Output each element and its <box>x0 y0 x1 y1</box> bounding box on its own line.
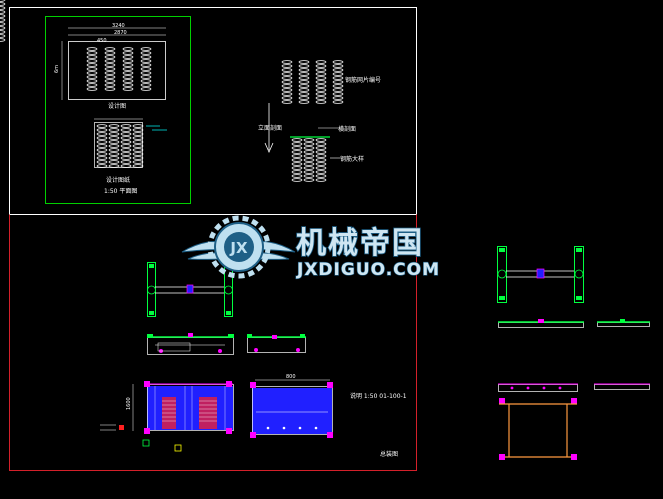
plan-dim-width: 6m <box>54 65 60 73</box>
plan-view-outline <box>68 41 166 100</box>
assembly-dim-width: 800 <box>286 374 296 380</box>
lower-sheet-frame <box>9 214 417 471</box>
plan-view-frame <box>45 16 191 204</box>
gear-wing-logo-icon: JX <box>181 215 296 279</box>
site-watermark: JX 机械帝国 JXDIGUO.COM <box>181 215 440 281</box>
lower-sheet-title: 总装图 <box>380 450 398 458</box>
detail-label: 钢筋大样 <box>340 155 364 163</box>
logo-emblem: JX <box>229 239 248 257</box>
small-view-title: 设计图纸 <box>106 176 130 184</box>
right-beam-elevation <box>498 319 650 328</box>
plan-dim-inner: 2870 <box>114 30 127 36</box>
assembly-dim-height: 1600 <box>126 397 132 410</box>
upper-sheet-frame <box>9 7 417 215</box>
coil-group-mid-right <box>291 138 327 182</box>
assembly-side-view: 800 <box>250 374 333 438</box>
section-label-left: 立面剖面 <box>258 124 282 132</box>
coil-group-label: 钢筋网片编号 <box>345 76 381 84</box>
plan-dim-left: 450 <box>97 38 107 44</box>
plan-coil-array <box>0 0 152 91</box>
watermark-brand-cn: 机械帝国 <box>296 226 424 261</box>
watermark-brand-en: JXDIGUO.COM <box>296 260 440 280</box>
section-label-right: 横剖面 <box>338 125 356 133</box>
lower-note: 说明 1:50 01-100-1 <box>350 392 407 400</box>
plan-dim-total: 3240 <box>112 23 125 29</box>
right-frame-top-view <box>497 246 584 303</box>
beam-elevation-right <box>247 334 306 353</box>
plan-view-title: 设计图 <box>108 102 126 110</box>
right-stand-elevation <box>498 383 650 460</box>
coil-group-top-right <box>281 60 344 104</box>
beam-elevation-left <box>147 333 234 355</box>
small-coil-view <box>94 122 144 168</box>
assembly-front-view: 1600 <box>100 381 234 452</box>
small-view-scale: 1:50 平面图 <box>104 188 137 195</box>
